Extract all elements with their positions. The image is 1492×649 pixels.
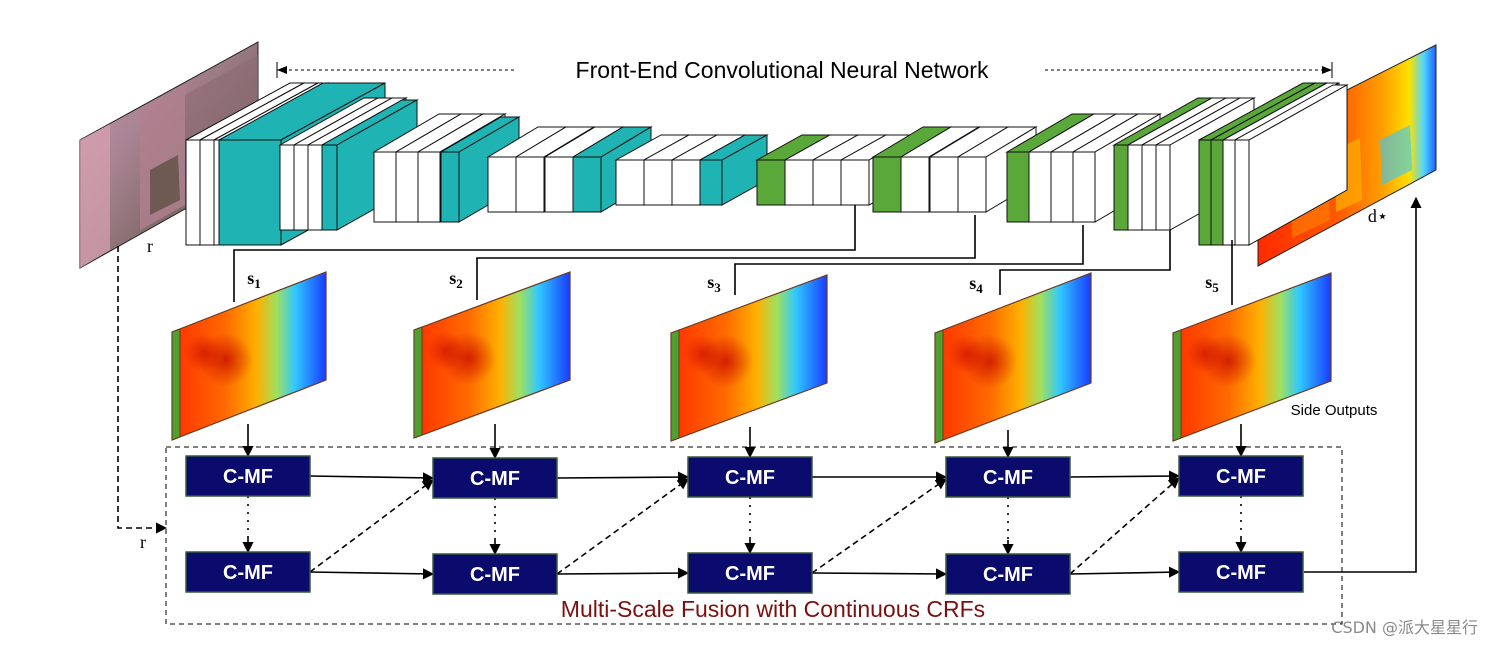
fusion-arrow [811,478,947,574]
cmf-box: C-MF [185,551,311,593]
cmf-box: C-MF [945,553,1071,595]
conv-block [698,134,769,206]
side-output-map: s3 [670,272,828,442]
fusion-arrow [811,568,948,580]
cmf-label: C-MF [983,467,1033,489]
cmf-label: C-MF [223,562,273,584]
fusion-arrow [556,471,690,483]
cmf-label: C-MF [223,466,273,488]
side-output-map: s4 [934,272,1092,444]
input-skip-connection: r [117,246,168,552]
fusion-arrow [1069,566,1181,578]
fusion-arrow [309,472,435,484]
cmf-box: C-MF [185,455,311,497]
conv-layer-stack [185,82,1349,246]
input-bottom-label: r [140,532,146,552]
cmf-label: C-MF [470,564,520,586]
input-label: r [147,236,153,256]
conv-block [1233,84,1349,246]
cmf-box: C-MF [687,456,813,498]
cmf-box: C-MF [1178,551,1304,593]
watermark: CSDN @派大星星行 [1331,618,1478,637]
cmf-box: C-MF [432,553,558,595]
cmf-box: C-MF [687,552,813,594]
side-map-label: s2 [449,268,463,291]
fusion-arrow [556,567,690,579]
fusion-arrow [309,479,434,573]
side-map-label: s5 [1205,272,1219,295]
network-title-span: Front-End Convolutional Neural Network [276,57,1333,83]
cmf-label: C-MF [1216,562,1266,584]
cmf-label: C-MF [725,467,775,489]
fusion-arrows [242,424,1247,580]
side-output-map: s5 [1172,272,1332,442]
side-map-label: s1 [247,268,261,291]
fusion-arrow [309,568,435,580]
cmf-label: C-MF [1216,466,1266,488]
side-output-connectors [233,205,1233,305]
cmf-box: C-MF [945,456,1071,498]
cmf-label: C-MF [470,468,520,490]
side-output-map: s2 [413,268,571,439]
cmf-box: C-MF [432,457,558,499]
cmf-box: C-MF [1178,455,1304,497]
output-label: d⋆ [1368,206,1388,226]
fusion-title-text: Multi-Scale Fusion with Continuous CRFs [561,596,985,622]
fusion-arrow [1069,470,1181,482]
output-arrow [1304,196,1422,573]
side-output-maps: s1 s2 s3 s4 s5 [171,268,1332,444]
network-title: Front-End Convolutional Neural Network [576,57,989,83]
fusion-arrow [1069,477,1180,575]
cmf-label: C-MF [983,564,1033,586]
side-output-map: s1 [171,268,327,441]
cmf-boxes: C-MF C-MF C-MF C-MF C-MF C-MF C-MF C-MF C-MF C-MF [185,455,1304,595]
side-map-label: s3 [707,272,721,295]
side-map-label: s4 [969,273,983,296]
cmf-label: C-MF [725,563,775,585]
side-outputs-label: Side Outputs [1291,402,1378,419]
fusion-arrow [556,478,689,575]
